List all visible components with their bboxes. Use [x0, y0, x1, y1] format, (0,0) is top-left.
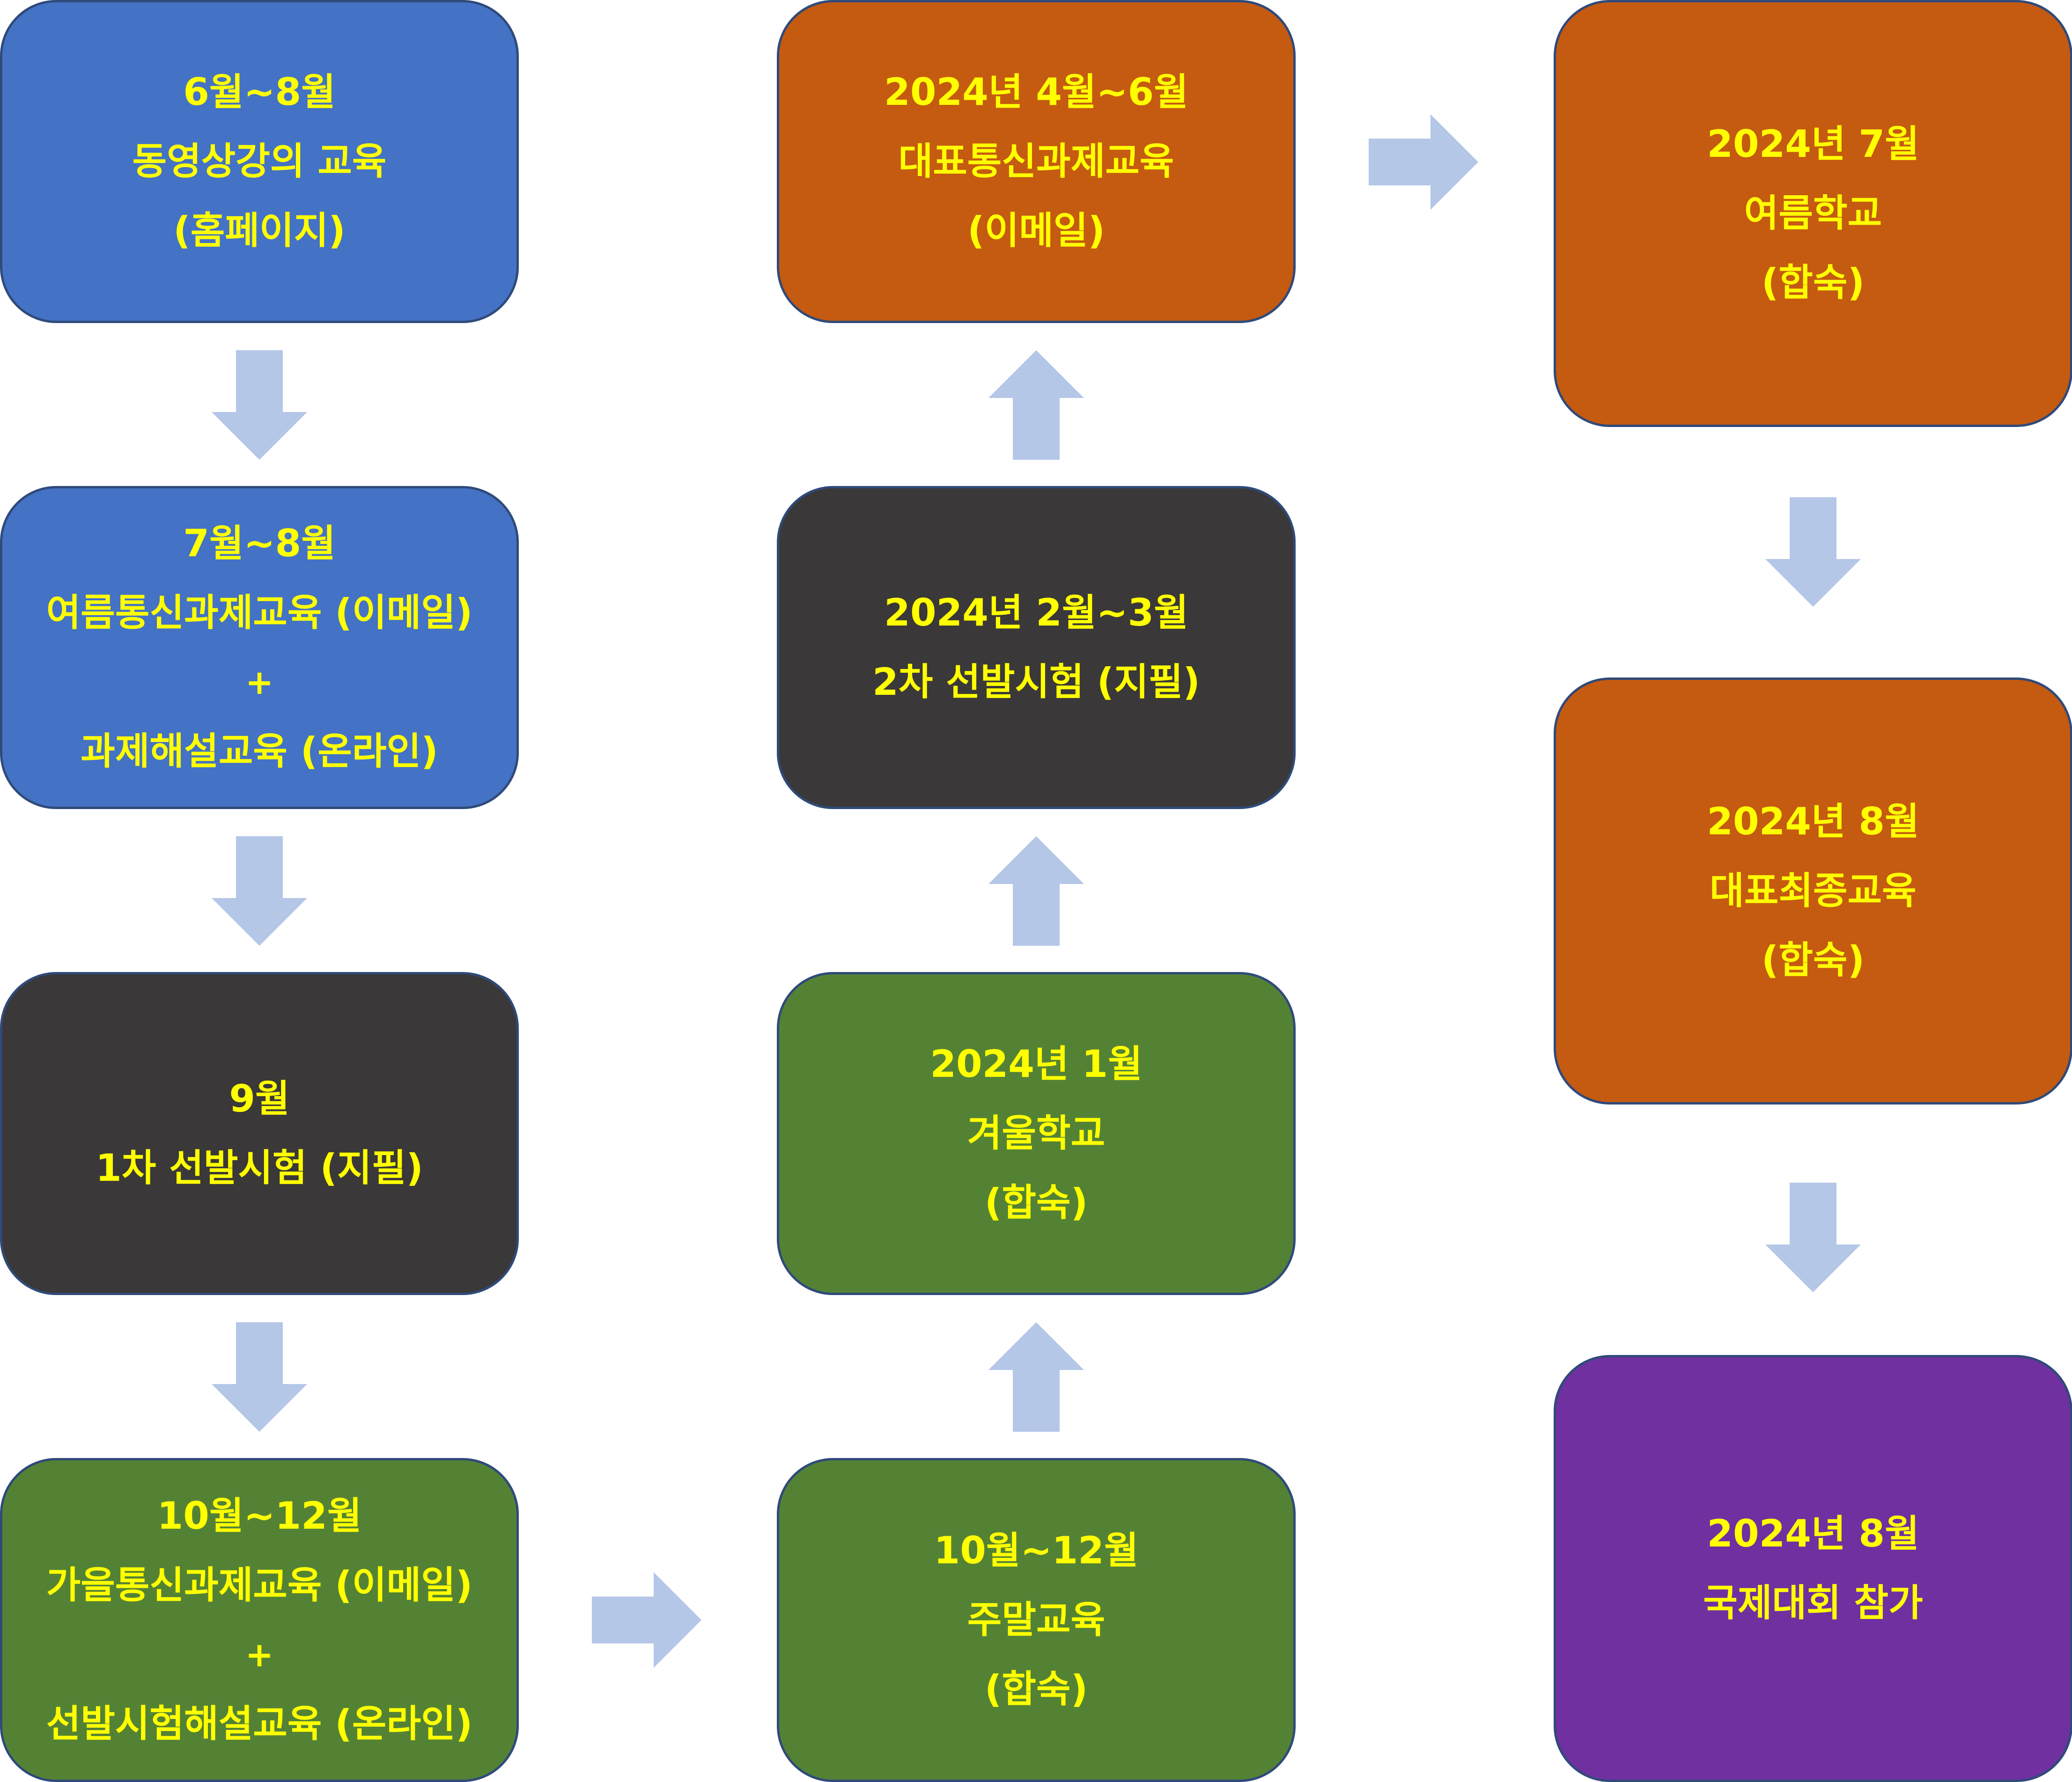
- step-first-selection-exam: 9월 1차 선발시험 (지필): [0, 972, 519, 1295]
- step-international-competition: 2024년 8월 국제대회 참가: [1554, 1355, 2072, 1782]
- step-period: 6월~8월: [183, 70, 336, 114]
- arrow-right-icon: [592, 1572, 701, 1668]
- arrow-right-icon: [1369, 114, 1478, 210]
- step-period: 2024년 8월: [1707, 1512, 1919, 1555]
- step-period: 2024년 8월: [1707, 800, 1919, 843]
- step-period: 2024년 7월: [1707, 122, 1919, 166]
- step-method: (합숙): [1761, 938, 1865, 982]
- step-representative-correspondence-education: 2024년 4월~6월 대표통신과제교육 (이메일): [777, 0, 1296, 323]
- step-method: (합숙): [1761, 261, 1865, 304]
- step-plus: +: [245, 1635, 274, 1674]
- step-video-lecture-education: 6월~8월 동영상강의 교육 (홈페이지): [0, 0, 519, 323]
- step-period: 2024년 1월: [930, 1042, 1143, 1086]
- step-period: 9월: [229, 1077, 290, 1120]
- step-autumn-correspondence-education: 10월~12월 가을통신과제교육 (이메일) + 선발시험해설교육 (온라인): [0, 1458, 519, 1782]
- step-title: 가을통신과제교육 (이메일): [46, 1563, 473, 1607]
- step-title: 겨울학교: [967, 1112, 1106, 1155]
- arrow-up-icon: [988, 836, 1084, 946]
- arrow-down-icon: [1765, 1183, 1861, 1292]
- arrow-up-icon: [988, 1322, 1084, 1432]
- step-title-2: 선발시험해설교육 (온라인): [46, 1702, 473, 1745]
- step-weekend-education: 10월~12월 주말교육 (합숙): [777, 1458, 1296, 1782]
- arrow-down-icon: [1765, 497, 1861, 607]
- step-period: 10월~12월: [157, 1494, 362, 1538]
- step-title: 국제대회 참가: [1703, 1581, 1923, 1625]
- step-method: (이메일): [967, 209, 1105, 252]
- step-period: 2024년 4월~6월: [884, 70, 1188, 114]
- arrow-down-icon: [212, 836, 307, 946]
- step-title: 2차 선발시험 (지필): [872, 660, 1200, 704]
- step-representative-final-education: 2024년 8월 대표최종교육 (합숙): [1554, 677, 2072, 1105]
- arrow-down-icon: [212, 1322, 307, 1432]
- step-winter-school: 2024년 1월 겨울학교 (합숙): [777, 972, 1296, 1295]
- step-summer-school: 2024년 7월 여름학교 (합숙): [1554, 0, 2072, 427]
- step-second-selection-exam: 2024년 2월~3월 2차 선발시험 (지필): [777, 486, 1296, 809]
- step-title: 여름통신과제교육 (이메일): [46, 591, 473, 634]
- arrow-down-icon: [212, 350, 307, 460]
- step-summer-correspondence-education: 7월~8월 여름통신과제교육 (이메일) + 과제해설교육 (온라인): [0, 486, 519, 809]
- step-method: (합숙): [984, 1667, 1088, 1711]
- step-period: 10월~12월: [934, 1529, 1139, 1572]
- step-title-2: 과제해설교육 (온라인): [81, 729, 438, 773]
- step-title: 대표통신과제교육: [898, 140, 1174, 183]
- step-method: (홈페이지): [173, 209, 346, 252]
- step-title: 주말교육: [967, 1598, 1106, 1642]
- step-title: 대표최종교육: [1710, 869, 1917, 913]
- step-title: 동영상강의 교육: [132, 140, 387, 183]
- step-plus: +: [245, 663, 274, 702]
- step-period: 7월~8월: [183, 522, 336, 565]
- arrow-up-icon: [988, 350, 1084, 460]
- step-period: 2024년 2월~3월: [884, 591, 1188, 634]
- step-method: (합숙): [984, 1181, 1088, 1224]
- step-title: 여름학교: [1744, 191, 1882, 235]
- step-title: 1차 선발시험 (지필): [96, 1146, 423, 1190]
